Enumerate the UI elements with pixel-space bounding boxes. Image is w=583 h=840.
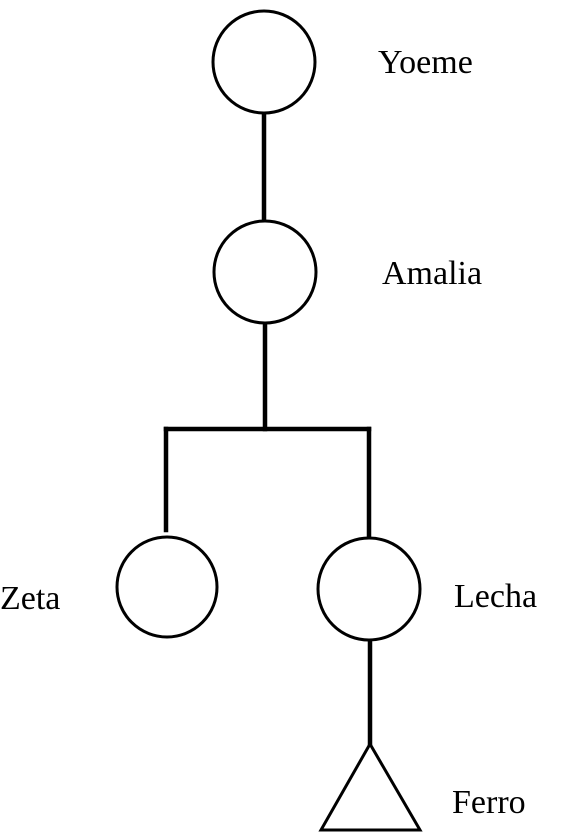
- label-ferro: Ferro: [452, 784, 526, 821]
- node-ferro-triangle: [318, 740, 423, 832]
- node-zeta-circle: [115, 535, 219, 639]
- label-amalia: Amalia: [382, 255, 482, 292]
- node-yoeme-circle: [211, 9, 317, 115]
- node-lecha-circle: [316, 536, 422, 642]
- node-amalia-circle: [212, 219, 318, 325]
- label-lecha: Lecha: [454, 578, 537, 615]
- label-yoeme: Yoeme: [378, 44, 473, 81]
- label-zeta: Zeta: [0, 580, 60, 617]
